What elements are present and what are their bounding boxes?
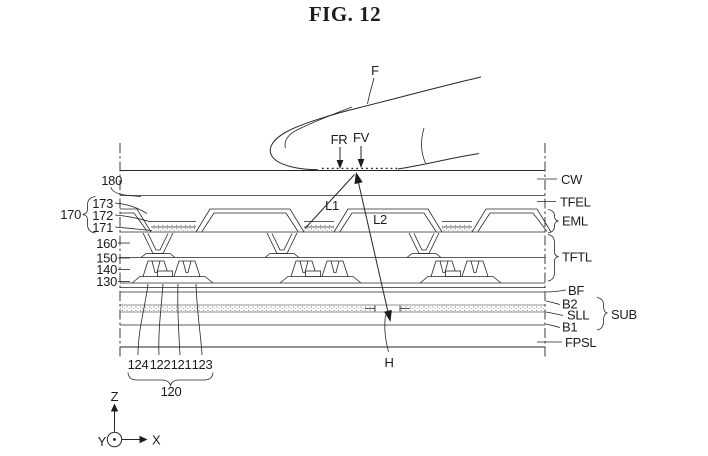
- label-160: 160: [96, 236, 117, 251]
- label-eml: EML: [562, 214, 588, 229]
- touch-point-arrowhead: [354, 172, 363, 185]
- label-l2: L2: [373, 212, 387, 227]
- label-hole: H: [384, 355, 393, 370]
- label-121: 121: [171, 357, 192, 372]
- light-path-l2: [356, 173, 389, 313]
- label-171: 171: [92, 220, 113, 235]
- label-120: 120: [161, 384, 182, 399]
- hole-label-leader: [384, 314, 389, 353]
- z-axis-arrowhead: [110, 403, 119, 412]
- via-contacts: [140, 232, 442, 258]
- light-path-lines: [304, 172, 392, 353]
- label-124: 124: [128, 357, 149, 372]
- transistor-cluster: [279, 260, 362, 284]
- label-172: 172: [92, 208, 113, 223]
- via-contact: [406, 232, 442, 258]
- finger-drawing: [269, 76, 482, 171]
- label-fr: FR: [331, 132, 348, 147]
- via-contact: [140, 232, 176, 258]
- eml-texture: [152, 224, 196, 232]
- sll-texture: [120, 305, 375, 312]
- label-150: 150: [96, 251, 117, 266]
- axis-indicator: [106, 403, 148, 448]
- label-sub: SUB: [611, 307, 637, 322]
- brace-sub: [596, 297, 608, 331]
- section-boundary-lines: [119, 143, 546, 358]
- transistor-cluster: [131, 260, 214, 284]
- label-173: 173: [92, 196, 113, 211]
- brace-170: [82, 196, 96, 234]
- hole-edge-marks: [365, 305, 410, 312]
- eml-texture: [304, 224, 334, 232]
- label-170: 170: [60, 207, 81, 222]
- label-130: 130: [96, 274, 117, 289]
- finger-crease-line: [421, 127, 426, 164]
- light-path-l1: [304, 174, 355, 229]
- touch-arrows: [336, 146, 365, 169]
- transistor-clusters: [131, 260, 502, 284]
- label-axis-z: Z: [111, 389, 119, 404]
- label-fpsl: FPSL: [565, 335, 596, 350]
- figure-title: FIG. 12: [309, 2, 381, 26]
- label-180: 180: [101, 173, 122, 188]
- finger-nail-line: [284, 106, 353, 149]
- label-sll: SLL: [567, 308, 589, 323]
- finger-label-leader: [367, 77, 375, 105]
- label-cw: CW: [561, 172, 583, 187]
- label-fv: FV: [353, 130, 370, 145]
- label-b1: B1: [562, 320, 577, 335]
- brace-tftl: [547, 234, 559, 282]
- finger-top-contour: [286, 76, 482, 132]
- brace-120: [127, 372, 214, 388]
- grouping-braces: [82, 196, 608, 388]
- brace-eml: [547, 209, 559, 234]
- l2-arrowhead: [384, 309, 392, 322]
- layer-stack-lines: [120, 170, 545, 348]
- via-contact: [264, 232, 300, 258]
- labels: FIG. 12 F FR FV L1 L2 H 180 170 173 172 …: [60, 2, 637, 449]
- reference-leaders: [110, 178, 567, 356]
- label-axis-x: X: [152, 433, 161, 448]
- eml-texture: [442, 224, 472, 232]
- x-axis-arrowhead: [139, 435, 148, 444]
- label-axis-y: Y: [98, 434, 107, 449]
- label-123: 123: [192, 357, 213, 372]
- transistor-cluster: [419, 260, 502, 284]
- label-l1: L1: [325, 198, 339, 213]
- emission-layer-structures: [120, 208, 552, 233]
- label-122: 122: [150, 357, 171, 372]
- label-finger: F: [371, 63, 379, 78]
- sll-texture: [400, 305, 545, 312]
- finger-bottom-contour: [397, 153, 480, 170]
- label-tfel: TFEL: [560, 195, 591, 210]
- substrate-support-layer: [120, 305, 545, 312]
- label-140: 140: [96, 262, 117, 277]
- label-bf: BF: [568, 283, 584, 298]
- label-tftl: TFTL: [562, 250, 592, 265]
- label-b2: B2: [562, 297, 577, 312]
- finger-tip-contour: [269, 131, 319, 171]
- fv-arrowhead: [357, 159, 365, 168]
- fr-arrowhead: [336, 160, 344, 169]
